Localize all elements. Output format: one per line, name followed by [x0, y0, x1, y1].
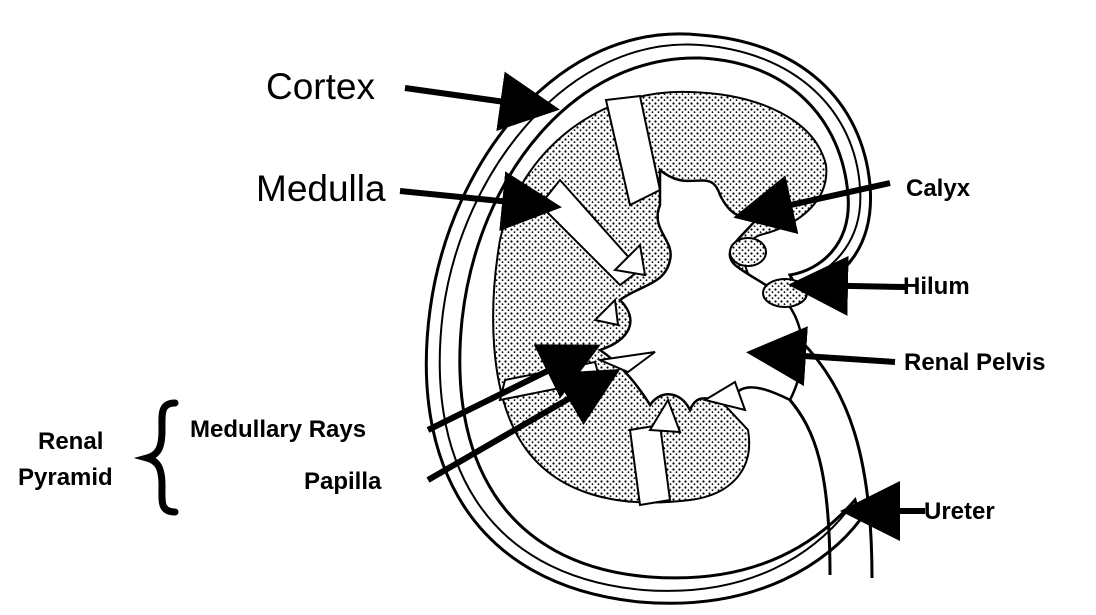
cortex-label: Cortex	[266, 68, 375, 105]
renal-pyramid-brace	[147, 403, 175, 512]
cortex-arrow	[405, 88, 548, 108]
papilla-label: Papilla	[304, 470, 381, 494]
renal-pyramid-label-line2: Pyramid	[18, 466, 113, 490]
medullary-rays-label: Medullary Rays	[190, 418, 366, 442]
renal-pyramid-label-line1: Renal	[38, 430, 103, 454]
calyx-label: Calyx	[906, 177, 970, 201]
hilum-label: Hilum	[903, 275, 970, 299]
hilum-tissue	[730, 238, 766, 266]
hilum-arrow	[800, 285, 905, 287]
renal-pelvis-label: Renal Pelvis	[904, 351, 1045, 375]
ureter-label: Ureter	[924, 500, 995, 524]
medulla-label: Medulla	[256, 170, 386, 207]
